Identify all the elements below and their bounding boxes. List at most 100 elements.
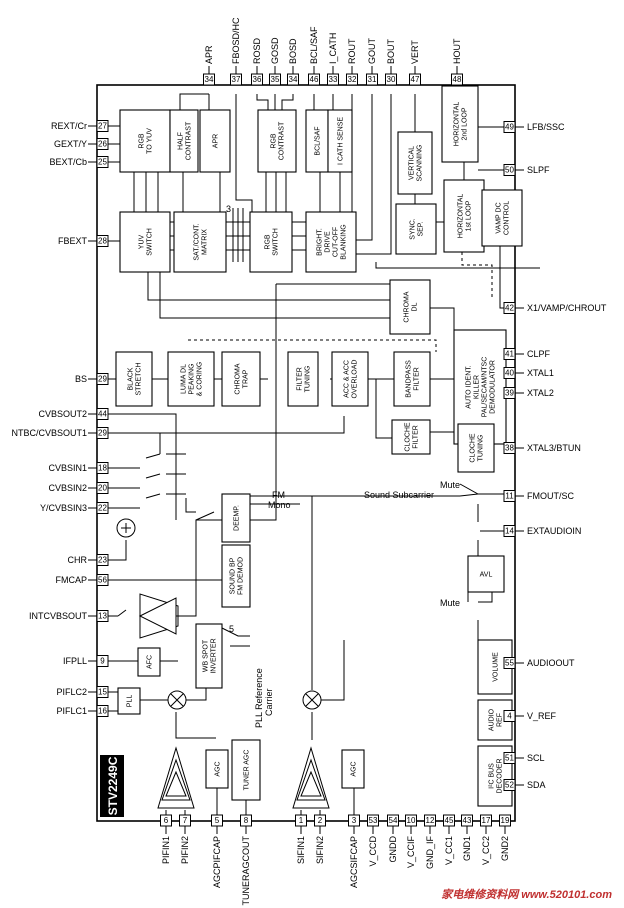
- pin-label: PIFIN2: [180, 836, 190, 864]
- bright-drive-label: BRIGHT.DRIVECUT-OFFBLANKING: [317, 224, 348, 259]
- rgb-contrast-box: [257, 109, 297, 173]
- vertical-scanning-label: VERTICALSCANNING: [409, 145, 424, 182]
- pin-label: HOUT: [452, 38, 462, 64]
- pin-label: GEXT/Y: [54, 139, 87, 149]
- pin-label: GND1: [462, 836, 472, 861]
- bus-3-label: 3: [226, 204, 231, 214]
- pin-label: BS: [75, 374, 87, 384]
- half-contrast-box: [169, 109, 199, 173]
- pif-amplifier-3: [165, 770, 187, 797]
- top-pin: 46 BCL/SAF: [308, 26, 320, 86]
- mute-top-label: Mute: [440, 480, 460, 490]
- pin-number: 32: [348, 75, 357, 84]
- apr-label: APR: [213, 134, 220, 148]
- block-rgb-to-yuv: RGBTO YUV: [119, 109, 171, 173]
- icath-sense-box: [327, 109, 353, 173]
- pin-number: 48: [453, 75, 462, 84]
- pll-label: PLL: [127, 695, 134, 708]
- pin-number: 34: [205, 75, 214, 84]
- pin-label: BCL/SAF: [309, 26, 319, 64]
- block-deemp: DEEMP.: [221, 493, 251, 543]
- bottom-pin: 17V_CC2: [480, 814, 492, 865]
- pin-number: 50: [505, 166, 514, 175]
- pin-label: IFPLL: [63, 656, 87, 666]
- i2c-bus-decoder-label: I²C BUSDECODER: [489, 758, 504, 793]
- pin-label: V_CCIF: [406, 836, 416, 869]
- sound-bp-fm-demod-box: [221, 544, 251, 608]
- pin-number: 8: [244, 816, 249, 825]
- block-rgb-switch: RGBSWITCH: [249, 211, 293, 273]
- pin-number: 52: [505, 781, 514, 790]
- pin-number: 22: [98, 504, 107, 513]
- audio-ref-label: AUDIOREF: [489, 708, 504, 731]
- vertical-scanning-box: [397, 131, 433, 195]
- pin-label: TUNERAGCOUT: [241, 835, 251, 905]
- pin-number: 53: [369, 816, 378, 825]
- volume-label: VOLUME: [493, 652, 500, 682]
- block-filter-tuning: FILTERTUNING: [287, 351, 319, 407]
- watermark: 家电维修资料网 www.520101.com: [441, 888, 612, 901]
- block-volume: VOLUME: [477, 639, 513, 695]
- pin-number: 23: [98, 556, 107, 565]
- half-contrast-label: HALFCONTRAST: [178, 121, 193, 160]
- chroma-dl-box: [389, 279, 431, 335]
- chroma-dl-label: CHROMADL: [404, 291, 419, 322]
- rgb-to-yuv-label: RGBTO YUV: [139, 128, 154, 154]
- pin-label: CLPF: [527, 349, 551, 359]
- pin-number: 46: [310, 75, 319, 84]
- pin-label: I_CATH: [328, 33, 338, 64]
- carrier-label: Carrier: [264, 688, 274, 716]
- block-pll: PLL: [117, 687, 141, 715]
- pin-number: 10: [407, 816, 416, 825]
- icath-sense-label: I CATH SENSE: [338, 117, 345, 165]
- vamp-dc-control-label: VAMP DCCONTROL: [496, 201, 511, 235]
- pin-number: 28: [98, 237, 107, 246]
- pif-mixer-icon: [167, 690, 187, 710]
- chip-label: STV2249C: [100, 755, 124, 817]
- pin-label: ROSD: [252, 37, 262, 64]
- pins-layer: 27REXT/Cr26GEXT/Y25BEXT/Cb28FBEXT29BS44C…: [11, 17, 606, 906]
- chroma-trap-label: CHROMATRAP: [235, 363, 250, 394]
- pin-label: EXTAUDIOIN: [527, 526, 581, 536]
- block-cloche-filter: CLOCHEFILTER: [391, 419, 431, 455]
- sync-sep-label: SYNC.SEP.: [410, 218, 425, 239]
- deemp-box: [221, 493, 251, 543]
- fm-label: FM: [272, 490, 285, 500]
- block-apr: APR: [199, 109, 231, 173]
- wb-spot-inverter-box: [195, 623, 223, 689]
- pin-label: FBOSD/HC: [231, 17, 241, 64]
- cloche-tuning-label: CLOCHETUNING: [470, 433, 485, 463]
- pin-number: 4: [507, 712, 512, 721]
- cloche-tuning-box: [457, 423, 495, 473]
- cloche-filter-label: CLOCHEFILTER: [405, 422, 420, 452]
- horizontal-2nd-loop-label: HORIZONTAL2nd LOOP: [454, 102, 469, 147]
- pin-label: V_CCD: [368, 836, 378, 867]
- pin-label: Y/CVBSIN3: [40, 503, 87, 513]
- pin-number: 18: [98, 464, 107, 473]
- adder-icon: [116, 518, 136, 538]
- pin-label: XTAL2: [527, 388, 554, 398]
- block-luma-dl: LUMA DLPEAKING& CORING: [167, 351, 215, 407]
- pin-label: GND2: [500, 836, 510, 861]
- pin-label: SIFIN1: [296, 836, 306, 864]
